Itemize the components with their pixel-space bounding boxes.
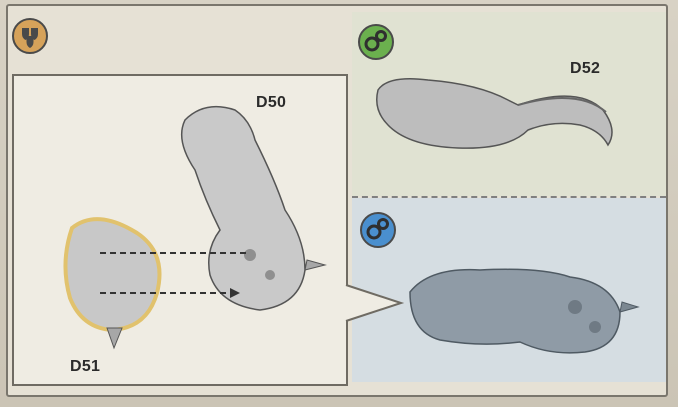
- part-d52-illustration: [368, 70, 628, 160]
- callout-pointer: [346, 285, 406, 325]
- green-cogs-badge: [358, 24, 394, 60]
- dashed-divider: [352, 196, 666, 198]
- blue-cogs-badge: [360, 212, 396, 248]
- faction-shields-icon: [12, 18, 48, 54]
- part-label-d51: D51: [70, 358, 100, 376]
- part-label-d52: D52: [570, 60, 600, 78]
- part-label-d50: D50: [256, 94, 286, 112]
- blue-cogs-icon: [360, 212, 396, 248]
- green-cogs-icon: [358, 24, 394, 60]
- faction-shields-badge: [12, 18, 48, 54]
- assembly-arrows: [100, 245, 260, 305]
- assembled-arm-illustration: [400, 252, 640, 362]
